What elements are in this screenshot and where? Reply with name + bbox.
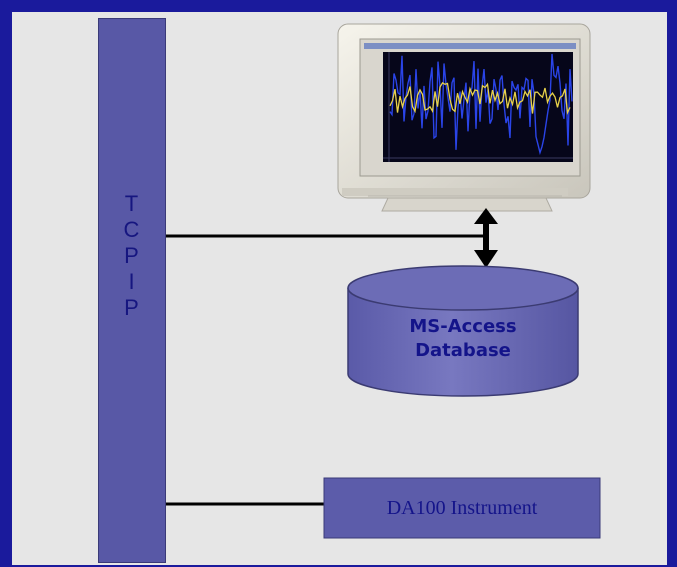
tcpip-network-bar: T C P I P <box>98 18 166 563</box>
instrument-box: DA100 Instrument <box>323 477 601 539</box>
tcpip-letter: T <box>124 191 140 216</box>
database-label-line1: MS-Access <box>409 316 516 337</box>
monitor-stand <box>381 197 553 212</box>
database-cylinder: MS-Access Database <box>347 265 579 397</box>
waveform-blue <box>389 53 573 156</box>
database-label-line2: Database <box>415 340 511 361</box>
computer-monitor-icon <box>337 23 591 212</box>
bidirectional-arrow-icon <box>474 208 498 268</box>
window-titlebar <box>364 43 576 49</box>
tcpip-letter: P <box>124 243 140 268</box>
instrument-label: DA100 Instrument <box>387 497 538 519</box>
tcpip-letter: I <box>128 269 136 294</box>
tcpip-letter: C <box>123 217 141 242</box>
waveform-yellow <box>389 82 571 115</box>
tcpip-letter: P <box>124 295 140 320</box>
